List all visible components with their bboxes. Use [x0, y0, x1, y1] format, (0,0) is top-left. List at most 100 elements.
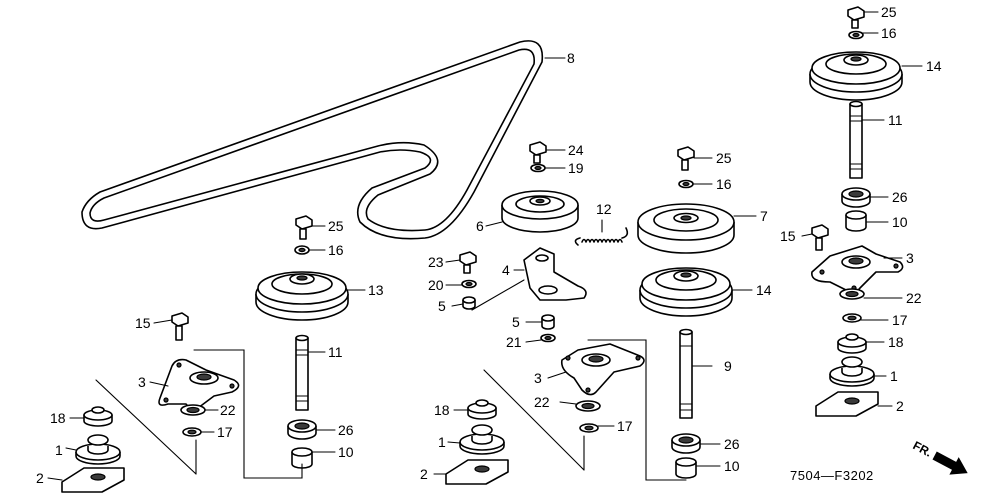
callout-17: 17 — [217, 424, 233, 440]
callout-8: 8 — [567, 50, 575, 66]
callout-2c: 2 — [896, 398, 904, 414]
pulley-14-centre — [639, 267, 753, 317]
callout-17c: 17 — [892, 312, 908, 328]
callout-3: 3 — [138, 374, 146, 390]
bearing-22-centre — [559, 400, 601, 412]
shaft-9 — [679, 328, 713, 419]
callout-4: 4 — [502, 262, 510, 278]
front-arrow-icon — [932, 451, 968, 475]
washer-19 — [530, 163, 566, 173]
collar-5-upper — [451, 296, 476, 310]
bearing-22-right — [839, 288, 903, 300]
cap-18-centre — [453, 399, 497, 420]
drive-belt — [81, 40, 566, 240]
housing-3-right — [811, 245, 904, 294]
callout-18b: 18 — [434, 402, 450, 418]
callout-25: 25 — [328, 218, 344, 234]
idler-pulley-6 — [485, 190, 579, 233]
bearing-22-left — [180, 404, 219, 416]
pulley-14-right — [809, 51, 923, 101]
spindle-1-right — [829, 356, 887, 387]
callout-21: 21 — [506, 334, 522, 350]
callout-12: 12 — [596, 201, 612, 217]
callout-16c: 16 — [881, 25, 897, 41]
plate-2-left — [47, 467, 125, 493]
callout-24: 24 — [568, 142, 584, 158]
callout-labels: 8 25 16 13 11 26 10 15 3 22 17 18 1 2 24… — [36, 4, 942, 486]
washer-16-centre — [678, 179, 713, 189]
callout-1: 1 — [55, 442, 63, 458]
callout-18: 18 — [50, 410, 66, 426]
pulley-7 — [637, 203, 757, 254]
washer-16-right — [848, 30, 879, 40]
callout-15: 15 — [135, 315, 151, 331]
bolt-23 — [445, 251, 477, 274]
callout-23: 23 — [428, 254, 444, 270]
seal-17-centre — [579, 423, 615, 433]
bolt-25-left — [295, 215, 326, 240]
callout-10: 10 — [338, 444, 354, 460]
housing-3-centre — [547, 343, 645, 396]
cap-18-left — [69, 406, 113, 427]
callout-10b: 10 — [724, 458, 740, 474]
callout-5a: 5 — [438, 298, 446, 314]
diagram-code: 7504—F3202 — [790, 468, 874, 483]
callout-11b: 11 — [888, 112, 903, 128]
collar-10-right — [845, 210, 889, 232]
spindle-1-centre — [447, 424, 505, 455]
reference-lines-left — [95, 349, 303, 479]
callout-15b: 15 — [780, 228, 796, 244]
idler-arm-4 — [471, 247, 587, 311]
collar-10-left — [291, 447, 336, 469]
callout-16b: 16 — [716, 176, 732, 192]
callout-3b: 3 — [534, 370, 542, 386]
front-direction-indicator: FR. — [911, 438, 968, 475]
callout-18c: 18 — [888, 334, 904, 350]
front-label: FR. — [911, 438, 935, 459]
spring-12 — [574, 219, 629, 246]
callout-22: 22 — [220, 402, 236, 418]
callout-13: 13 — [368, 282, 384, 298]
bolt-25-right — [847, 6, 879, 29]
callout-25c: 25 — [881, 4, 897, 20]
callout-5b: 5 — [512, 314, 520, 330]
spindle-1-left — [65, 434, 121, 465]
seal-17-left — [182, 427, 215, 437]
callout-22c: 22 — [906, 290, 922, 306]
callout-26b: 26 — [724, 436, 740, 452]
callout-17b: 17 — [617, 418, 633, 434]
callout-20: 20 — [428, 277, 444, 293]
shaft-11-right — [849, 100, 885, 179]
callout-1b: 1 — [438, 434, 446, 450]
washer-20 — [445, 279, 477, 289]
bearing-26-right — [841, 187, 889, 208]
callout-16: 16 — [328, 242, 344, 258]
bolt-24 — [529, 141, 566, 164]
washer-21 — [525, 333, 556, 343]
collar-10-centre — [675, 457, 721, 479]
plate-2-right — [815, 391, 893, 417]
callout-14: 14 — [756, 282, 772, 298]
callout-2b: 2 — [420, 466, 428, 482]
callout-26c: 26 — [892, 189, 908, 205]
callout-3c: 3 — [906, 250, 914, 266]
cap-18-right — [837, 333, 885, 354]
callout-10c: 10 — [892, 214, 908, 230]
callout-2: 2 — [36, 470, 44, 486]
callout-6: 6 — [476, 218, 484, 234]
bolt-25-centre — [677, 146, 713, 171]
callout-26: 26 — [338, 422, 354, 438]
bolt-15-left — [153, 312, 189, 341]
bearing-26-centre — [671, 433, 721, 454]
pulley-13 — [255, 271, 366, 321]
callout-9: 9 — [724, 358, 732, 374]
callout-22b: 22 — [534, 394, 550, 410]
callout-11: 11 — [328, 344, 343, 360]
washer-16-left — [294, 245, 326, 255]
callout-19: 19 — [568, 160, 584, 176]
callout-14b: 14 — [926, 58, 942, 74]
housing-3-left — [149, 358, 240, 411]
callout-7: 7 — [760, 208, 768, 224]
